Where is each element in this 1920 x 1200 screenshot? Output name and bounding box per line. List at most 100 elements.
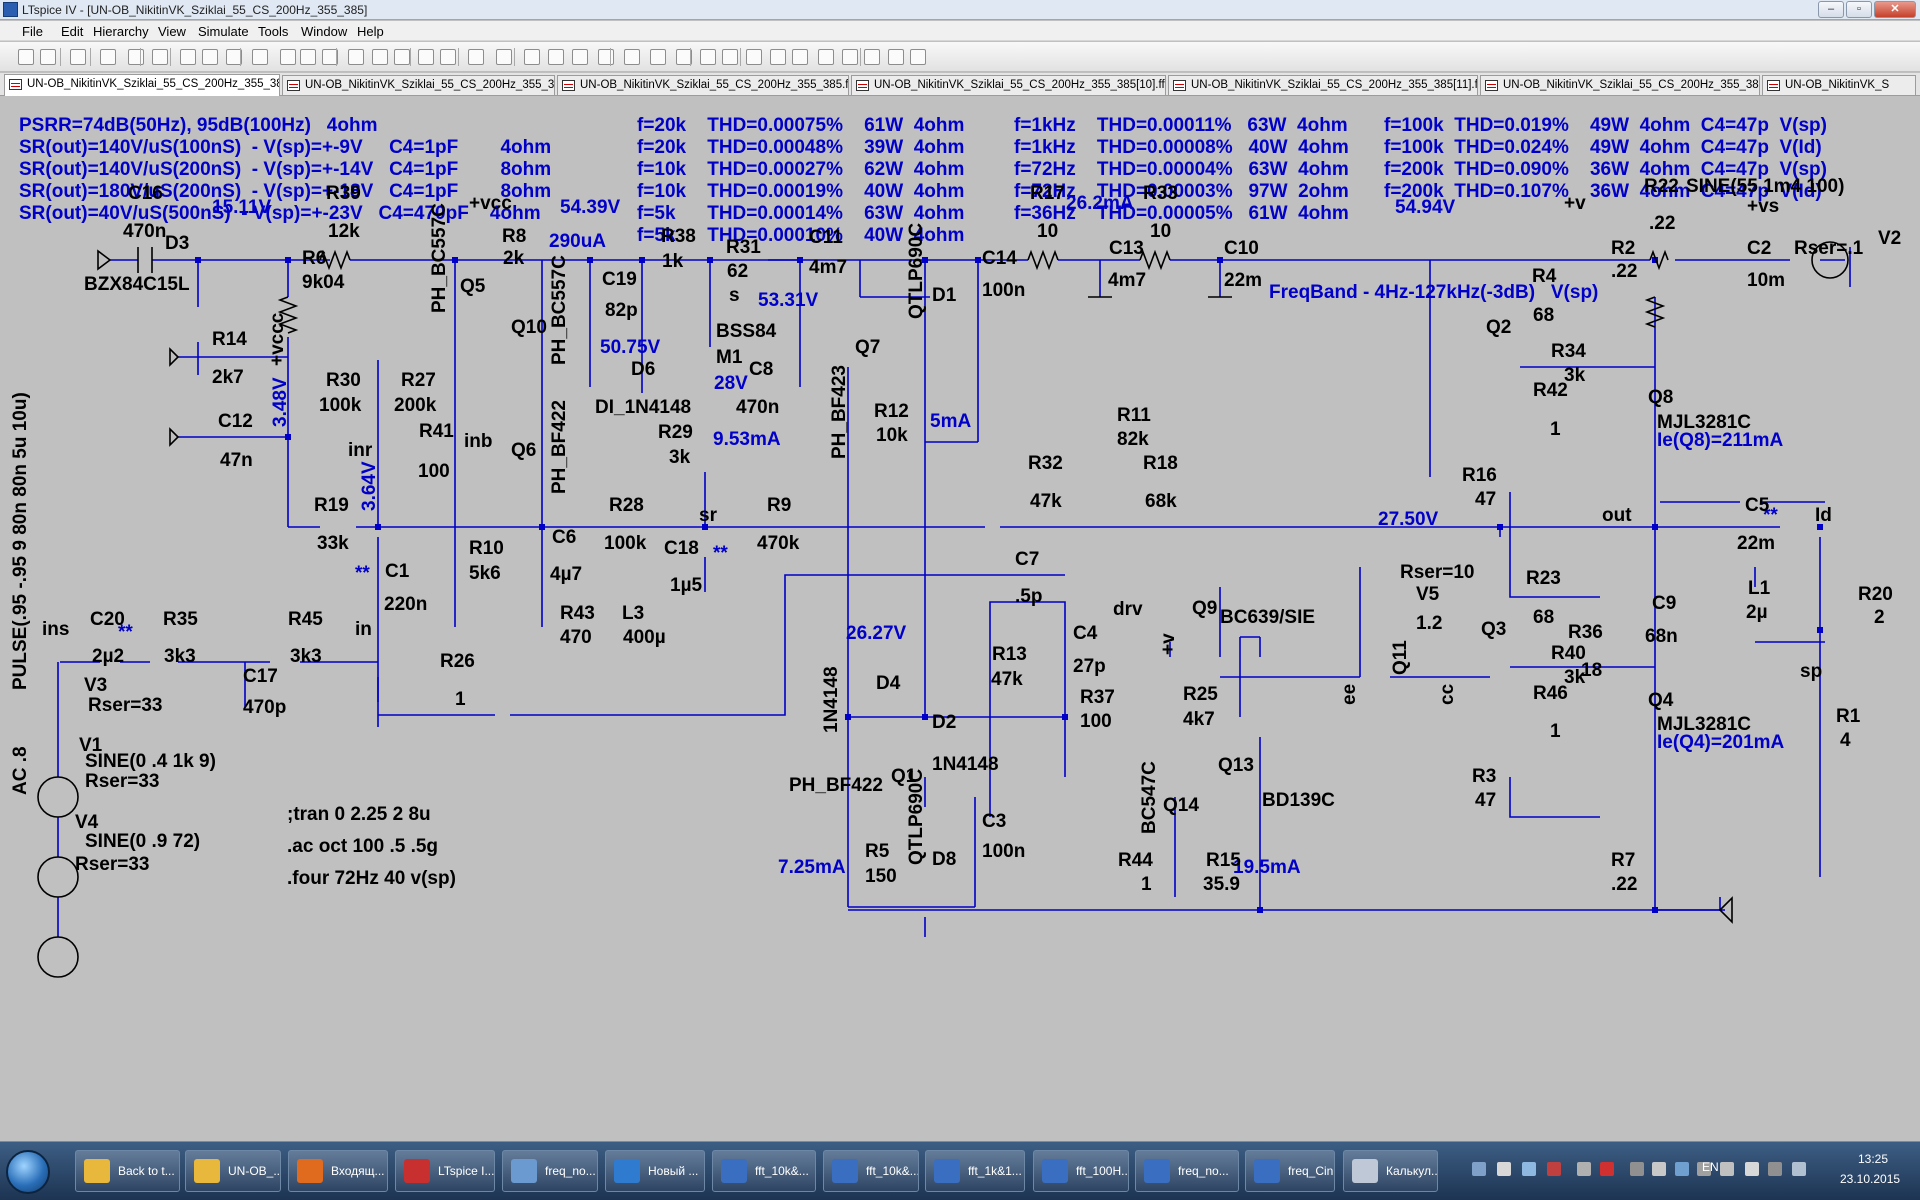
toolbar-button-icon[interactable] xyxy=(598,49,614,65)
menu-tools[interactable]: Tools xyxy=(258,24,289,39)
toolbar-button-icon[interactable] xyxy=(202,49,218,65)
toolbar-button-icon[interactable] xyxy=(548,49,564,65)
component-label: R2 xyxy=(1611,238,1635,259)
toolbar-button-icon[interactable] xyxy=(888,49,904,65)
taskbar-item[interactable]: freq_no... xyxy=(1135,1150,1239,1192)
tab-document[interactable]: UN-OB_NikitinVK_Sziklai_55_CS_200Hz_355_… xyxy=(282,75,555,95)
toolbar-button-icon[interactable] xyxy=(40,49,56,65)
tray-icon[interactable] xyxy=(1600,1162,1614,1176)
tray-icon[interactable] xyxy=(1792,1162,1806,1176)
taskbar-item[interactable]: fft_10k&... xyxy=(712,1150,816,1192)
tab-document[interactable]: UN-OB_NikitinVK_Sziklai_55_CS_200Hz_355_… xyxy=(1168,75,1478,95)
toolbar-button-icon[interactable] xyxy=(100,49,116,65)
toolbar-button-icon[interactable] xyxy=(468,49,484,65)
tab-document[interactable]: UN-OB_NikitinVK_Sziklai_55_CS_200Hz_355_… xyxy=(1480,75,1760,95)
taskbar-item[interactable]: Входящ... xyxy=(288,1150,388,1192)
schematic-icon xyxy=(1485,80,1498,91)
menu-view[interactable]: View xyxy=(158,24,186,39)
menu-help[interactable]: Help xyxy=(357,24,384,39)
tray-icon[interactable] xyxy=(1652,1162,1666,1176)
component-label: Q14 xyxy=(1163,795,1199,816)
tray-icon[interactable] xyxy=(1577,1162,1591,1176)
component-label: +v xyxy=(1564,193,1586,214)
component-label: R31 xyxy=(726,237,761,258)
menu-file[interactable]: File xyxy=(22,24,43,39)
taskbar-item[interactable]: freq_no... xyxy=(502,1150,598,1192)
tray-icon[interactable] xyxy=(1697,1162,1711,1176)
taskbar-item[interactable]: fft_100H... xyxy=(1033,1150,1129,1192)
toolbar-button-icon[interactable] xyxy=(842,49,858,65)
tab-document[interactable]: UN-OB_NikitinVK_S xyxy=(1762,75,1916,95)
tray-icon[interactable] xyxy=(1630,1162,1644,1176)
toolbar-button-icon[interactable] xyxy=(440,49,456,65)
toolbar-button-icon[interactable] xyxy=(864,49,880,65)
toolbar-button-icon[interactable] xyxy=(818,49,834,65)
toolbar-button-icon[interactable] xyxy=(394,49,410,65)
component-label: C1 xyxy=(385,561,410,582)
menu-edit[interactable]: Edit xyxy=(61,24,84,39)
component-label: R6 xyxy=(302,248,326,269)
tray-icon[interactable] xyxy=(1497,1162,1511,1176)
component-label: 1N4148 xyxy=(932,754,999,775)
toolbar-button-icon[interactable] xyxy=(300,49,316,65)
toolbar-button-icon[interactable] xyxy=(128,49,144,65)
menu-hierarchy[interactable]: Hierarchy xyxy=(93,24,149,39)
minimize-button[interactable]: – xyxy=(1818,1,1844,18)
toolbar-button-icon[interactable] xyxy=(70,49,86,65)
toolbar-button-icon[interactable] xyxy=(910,49,926,65)
component-label: R10 xyxy=(469,538,504,559)
toolbar-button-icon[interactable] xyxy=(252,49,268,65)
taskbar-item[interactable]: fft_10k&... xyxy=(823,1150,919,1192)
toolbar-button-icon[interactable] xyxy=(152,49,168,65)
taskbar-item[interactable]: Новый ... xyxy=(605,1150,705,1192)
toolbar-button-icon[interactable] xyxy=(792,49,808,65)
component-label: 1 xyxy=(1550,419,1561,440)
tray-icon[interactable] xyxy=(1472,1162,1486,1176)
tray-icon[interactable] xyxy=(1675,1162,1689,1176)
toolbar-button-icon[interactable] xyxy=(180,49,196,65)
component-label: R39 xyxy=(326,183,361,204)
toolbar-button-icon[interactable] xyxy=(650,49,666,65)
menu-simulate[interactable]: Simulate xyxy=(198,24,249,39)
toolbar-button-icon[interactable] xyxy=(746,49,762,65)
tray-icon[interactable] xyxy=(1745,1162,1759,1176)
close-button[interactable]: ✕ xyxy=(1874,1,1916,18)
menu-window[interactable]: Window xyxy=(301,24,348,39)
toolbar-button-icon[interactable] xyxy=(322,49,338,65)
tab-document[interactable]: UN-OB_NikitinVK_Sziklai_55_CS_200Hz_355_… xyxy=(851,75,1166,95)
component-label: D3 xyxy=(165,233,189,254)
toolbar-button-icon[interactable] xyxy=(226,49,242,65)
toolbar-button-icon[interactable] xyxy=(348,49,364,65)
toolbar-button-icon[interactable] xyxy=(524,49,540,65)
taskbar-item[interactable]: fft_1k&1... xyxy=(925,1150,1025,1192)
tab-label: UN-OB_NikitinVK_Sziklai_55_CS_200Hz_355_… xyxy=(1503,79,1759,91)
toolbar-button-icon[interactable] xyxy=(18,49,34,65)
taskbar-item[interactable]: UN-OB_... xyxy=(185,1150,281,1192)
toolbar-button-icon[interactable] xyxy=(496,49,512,65)
component-label: 1 xyxy=(455,689,466,710)
component-label: R27 xyxy=(401,370,436,391)
toolbar-button-icon[interactable] xyxy=(722,49,738,65)
toolbar-button-icon[interactable] xyxy=(770,49,786,65)
toolbar-button-icon[interactable] xyxy=(700,49,716,65)
tray-icon[interactable] xyxy=(1547,1162,1561,1176)
toolbar-button-icon[interactable] xyxy=(372,49,388,65)
tray-icon[interactable] xyxy=(1768,1162,1782,1176)
component-label: R46 xyxy=(1533,683,1568,704)
tab-document[interactable]: UN-OB_NikitinVK_Sziklai_55_CS_200Hz_355_… xyxy=(557,75,849,95)
toolbar-button-icon[interactable] xyxy=(624,49,640,65)
tray-icon[interactable] xyxy=(1522,1162,1536,1176)
tab-document[interactable]: UN-OB_NikitinVK_Sziklai_55_CS_200Hz_355_… xyxy=(4,74,280,96)
toolbar-button-icon[interactable] xyxy=(280,49,296,65)
start-button[interactable] xyxy=(6,1150,50,1194)
taskbar-item[interactable]: Back to t... xyxy=(75,1150,180,1192)
taskbar-item[interactable]: LTspice I... xyxy=(395,1150,495,1192)
toolbar-button-icon[interactable] xyxy=(572,49,588,65)
taskbar-item[interactable]: freq_Cin... xyxy=(1245,1150,1335,1192)
taskbar-item[interactable]: Калькул... xyxy=(1343,1150,1438,1192)
maximize-button[interactable]: ▫ xyxy=(1846,1,1872,18)
tray-icon[interactable] xyxy=(1720,1162,1734,1176)
toolbar-button-icon[interactable] xyxy=(418,49,434,65)
toolbar-button-icon[interactable] xyxy=(676,49,692,65)
